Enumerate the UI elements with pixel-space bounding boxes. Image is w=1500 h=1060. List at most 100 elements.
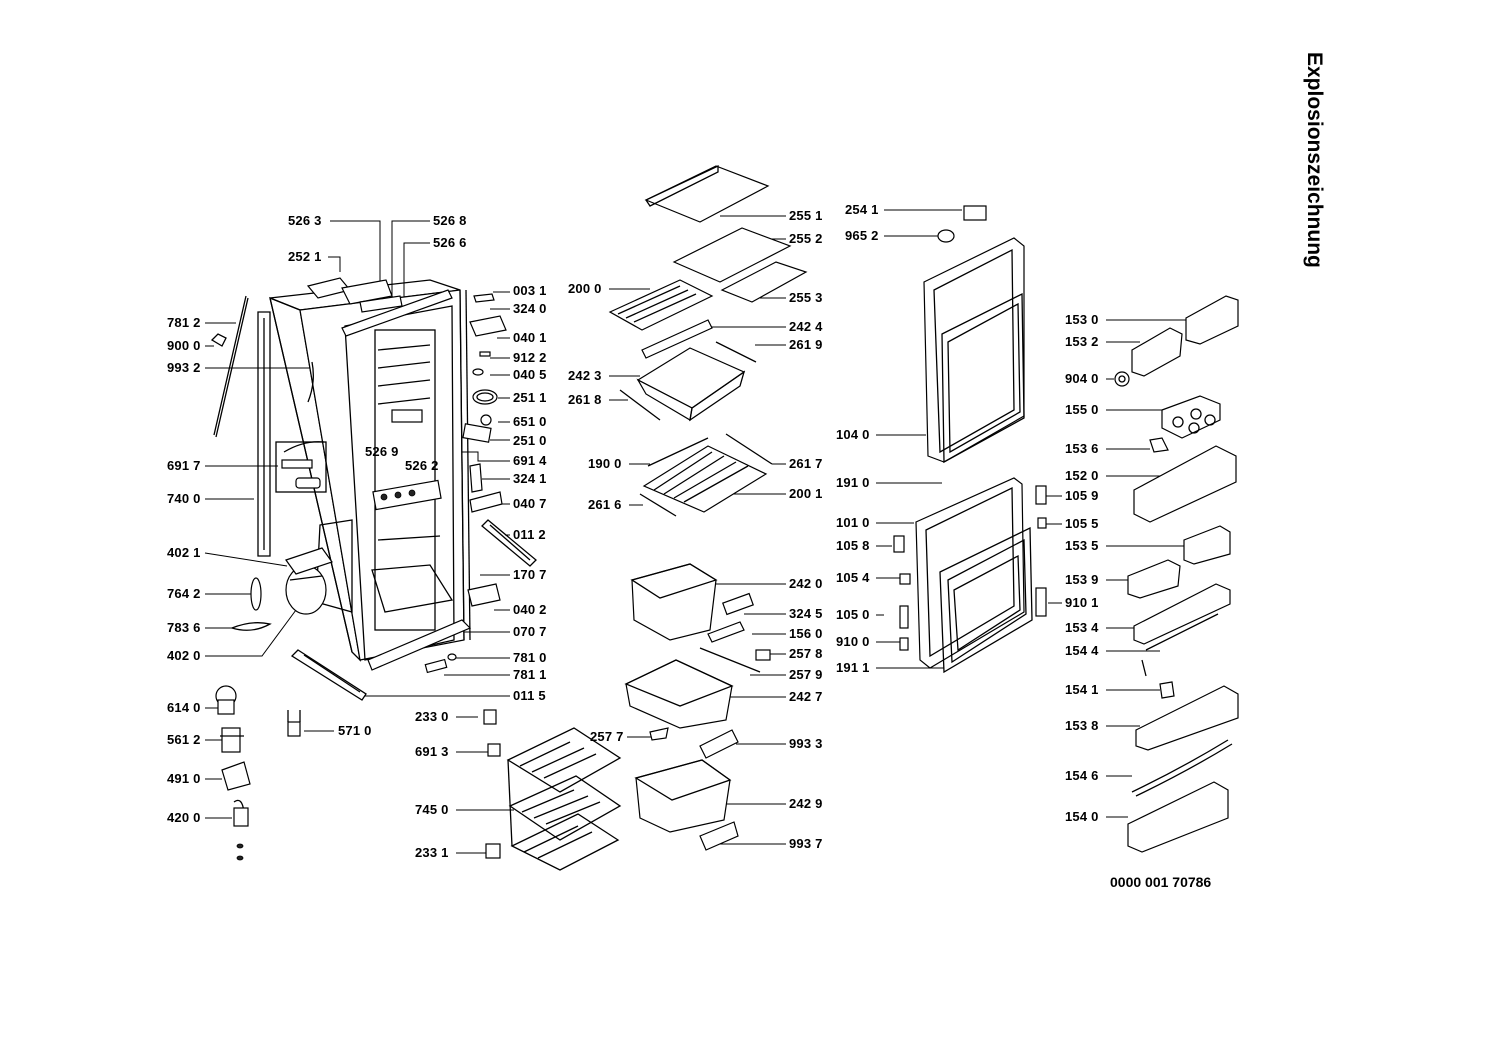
part-label: 153 4: [1065, 620, 1099, 635]
part-label: 402 0: [167, 648, 201, 663]
part-label: 105 8: [836, 538, 870, 553]
part-label: 257 7: [590, 729, 624, 744]
part-label: 200 1: [789, 486, 823, 501]
part-label: 691 4: [513, 453, 547, 468]
part-label: 691 7: [167, 458, 201, 473]
part-label: 251 1: [513, 390, 547, 405]
part-label: 261 6: [588, 497, 622, 512]
part-label: 154 0: [1065, 809, 1099, 824]
part-label: 190 0: [588, 456, 622, 471]
part-label: 040 1: [513, 330, 547, 345]
part-label: 153 9: [1065, 572, 1099, 587]
part-label: 153 5: [1065, 538, 1099, 553]
part-label: 154 6: [1065, 768, 1099, 783]
part-label: 105 5: [1065, 516, 1099, 531]
part-label: 153 6: [1065, 441, 1099, 456]
part-label: 261 7: [789, 456, 823, 471]
part-label: 156 0: [789, 626, 823, 641]
part-label: 191 1: [836, 660, 870, 675]
part-label: 993 2: [167, 360, 201, 375]
part-label: 105 4: [836, 570, 870, 585]
part-label: 153 0: [1065, 312, 1099, 327]
part-label: 252 1: [288, 249, 322, 264]
part-label: 155 0: [1065, 402, 1099, 417]
part-label: 261 9: [789, 337, 823, 352]
part-label: 561 2: [167, 732, 201, 747]
part-label: 904 0: [1065, 371, 1099, 386]
part-label: 200 0: [568, 281, 602, 296]
part-label: 783 6: [167, 620, 201, 635]
part-label: 781 1: [513, 667, 547, 682]
doors: [893, 205, 1047, 674]
part-label: 910 1: [1065, 595, 1099, 610]
document-number: 0000 001 70786: [1110, 874, 1212, 890]
part-label: 993 7: [789, 836, 823, 851]
part-label: 691 3: [415, 744, 449, 759]
part-label: 257 8: [789, 646, 823, 661]
part-label: 740 0: [167, 491, 201, 506]
part-label: 191 0: [836, 475, 870, 490]
middle-parts: [483, 164, 808, 871]
part-label: 526 8: [433, 213, 467, 228]
part-label: 040 2: [513, 602, 547, 617]
part-label: 257 9: [789, 667, 823, 682]
part-label: 011 5: [513, 688, 546, 703]
part-label: 526 9: [365, 444, 399, 459]
leader-lines: [204, 209, 1186, 854]
part-label: 242 3: [568, 368, 602, 383]
part-label: 251 0: [513, 433, 547, 448]
part-label: 965 2: [845, 228, 879, 243]
part-label: 324 0: [513, 301, 547, 316]
part-label: 614 0: [167, 700, 201, 715]
part-label: 254 1: [845, 202, 879, 217]
part-label: 242 7: [789, 689, 823, 704]
part-label: 011 2: [513, 527, 546, 542]
part-label: 154 1: [1065, 682, 1099, 697]
part-label: 526 2: [405, 458, 439, 473]
part-label: 040 7: [513, 496, 547, 511]
part-label: 900 0: [167, 338, 201, 353]
part-label: 242 0: [789, 576, 823, 591]
part-label: 571 0: [338, 723, 372, 738]
cabinet-body: [269, 277, 537, 701]
part-label: 491 0: [167, 771, 201, 786]
part-label: 781 0: [513, 650, 547, 665]
part-label: 153 2: [1065, 334, 1099, 349]
part-label: 153 8: [1065, 718, 1099, 733]
part-label: 261 8: [568, 392, 602, 407]
part-label: 152 0: [1065, 468, 1099, 483]
part-label: 255 1: [789, 208, 823, 223]
part-label: 324 5: [789, 606, 823, 621]
part-label: 526 3: [288, 213, 322, 228]
part-label: 651 0: [513, 414, 547, 429]
part-label: 910 0: [836, 634, 870, 649]
door-shelves: [1114, 295, 1239, 853]
part-label: 233 0: [415, 709, 449, 724]
part-label: 745 0: [415, 802, 449, 817]
part-label: 170 7: [513, 567, 547, 582]
part-label: 105 0: [836, 607, 870, 622]
part-label: 105 9: [1065, 488, 1099, 503]
part-label: 242 9: [789, 796, 823, 811]
left-side-parts: [210, 295, 333, 861]
part-label: 255 2: [789, 231, 823, 246]
part-label: 420 0: [167, 810, 201, 825]
part-label: 255 3: [789, 290, 823, 305]
part-label: 402 1: [167, 545, 201, 560]
part-label: 324 1: [513, 471, 547, 486]
part-label: 104 0: [836, 427, 870, 442]
part-label: 242 4: [789, 319, 823, 334]
part-label: 003 1: [513, 283, 547, 298]
part-label: 781 2: [167, 315, 201, 330]
part-label: 154 4: [1065, 643, 1099, 658]
part-label: 993 3: [789, 736, 823, 751]
part-label: 070 7: [513, 624, 547, 639]
part-label: 912 2: [513, 350, 547, 365]
page-title: Explosionszeichnung: [1303, 52, 1326, 268]
part-label: 040 5: [513, 367, 547, 382]
part-label: 233 1: [415, 845, 449, 860]
part-label: 101 0: [836, 515, 870, 530]
part-label: 526 6: [433, 235, 467, 250]
